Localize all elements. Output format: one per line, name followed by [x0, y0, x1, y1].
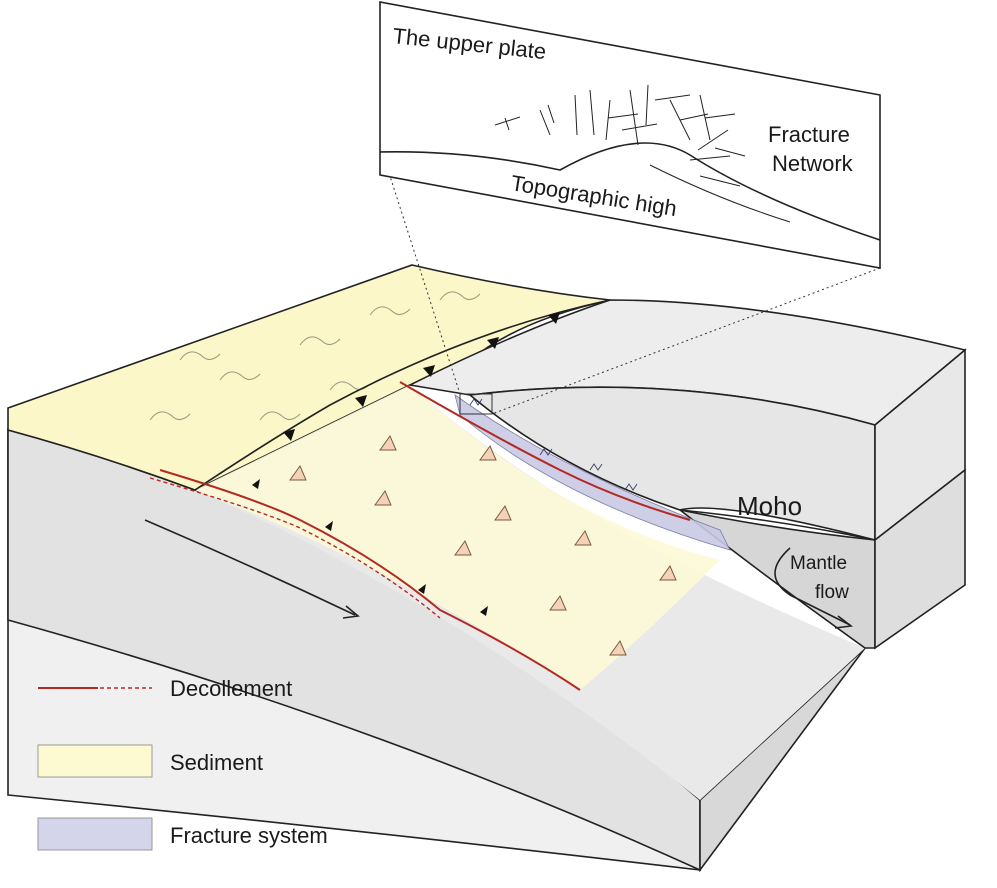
mantle-wedge-side: [874, 468, 966, 650]
mantle-flow-arrow: [774, 547, 851, 626]
sediment-slump-marks: [149, 291, 481, 421]
fracture-ticks: [469, 398, 638, 491]
legend-item-sediment: Sediment: [37, 744, 263, 778]
inset-panel: [379, 1, 881, 269]
decollement-line: [159, 469, 581, 691]
sediment-top-surface: [7, 264, 611, 491]
mantle-flow-arrowhead: [834, 615, 854, 629]
legend-fracture-swatch: [37, 817, 153, 851]
decollement-line-upper: [399, 381, 691, 521]
slab-motion-arrowhead: [342, 605, 360, 619]
thrust-front-line: [194, 299, 611, 491]
inset-leader-right: [491, 267, 881, 415]
moho-line: [679, 509, 876, 541]
mantle-flow-label-1: Mantle: [790, 553, 847, 574]
fracture-network-label-2: Network: [772, 151, 854, 176]
inset-leader-left: [379, 144, 461, 395]
sediment-on-slab: [195, 385, 720, 690]
legend: Decollement Sediment Fracture system: [37, 676, 328, 851]
inset-location-box: [459, 393, 493, 415]
legend-sediment-swatch: [37, 744, 153, 778]
slab-seamounts: [289, 434, 677, 656]
flow-arrows: [252, 479, 488, 616]
moho-label: Moho: [737, 491, 802, 521]
slab-motion-arrow: [144, 519, 356, 616]
thrust-teeth: [283, 312, 560, 441]
legend-item-decollement: Decollement: [38, 676, 292, 701]
inset-fractures: [494, 84, 746, 187]
fracture-network-label-1: Fracture: [768, 122, 850, 147]
decollement-dashed: [149, 477, 441, 619]
legend-sediment-label: Sediment: [170, 750, 263, 775]
upper-plate-crust-face: [468, 386, 876, 542]
legend-item-fracture-system: Fracture system: [37, 817, 328, 851]
legend-decollement-label: Decollement: [170, 676, 292, 701]
inset-lower-line: [649, 164, 791, 223]
mantle-flow-label-2: flow: [815, 582, 849, 603]
legend-fracture-label: Fracture system: [170, 823, 328, 848]
